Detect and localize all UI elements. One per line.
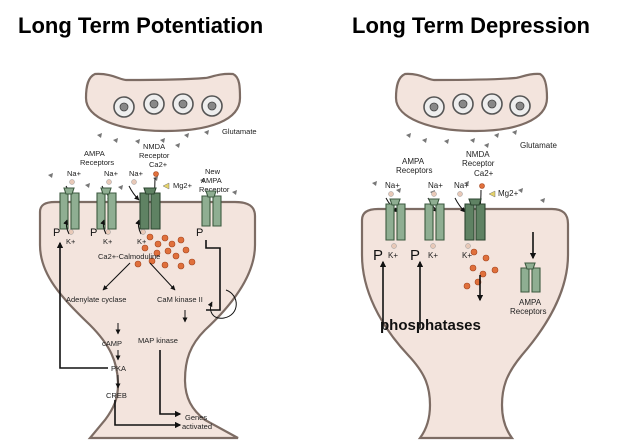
- ltd-mg-label: Mg2+: [498, 189, 519, 198]
- ltp-genes-label-2: activated: [182, 422, 212, 431]
- ltp-camk2-label: CaM kinase II: [157, 295, 203, 304]
- ltp-k-label-1: K+: [66, 237, 76, 246]
- ltd-glutamate-label: Glutamate: [520, 141, 557, 150]
- ltd-nmda-label-1: NMDA: [466, 150, 490, 159]
- ltd-ampa-receptor-2: [424, 198, 445, 241]
- ltd-synaptic-vesicles: [423, 93, 531, 118]
- ltp-nmda-label-1: NMDA: [143, 142, 165, 151]
- ltd-panel: Glutamate AMPA Receptors NMDA Receptor C…: [360, 72, 570, 440]
- ltp-nmda-label-2: Receptor: [139, 151, 170, 160]
- ltd-ampa-receptor-1: [385, 198, 406, 241]
- ltp-genes-label-1: Genes: [185, 413, 207, 422]
- ltp-title: Long Term Potentiation: [18, 13, 263, 38]
- ltd-na-label-2: Na+: [428, 181, 443, 190]
- ltp-p-label-1: P: [53, 227, 60, 239]
- ltd-nmda-receptor: [464, 198, 486, 241]
- ltp-calcium-ions: [134, 233, 196, 270]
- ltd-nmda-label-2: Receptor: [462, 159, 495, 168]
- ltd-calcium-ions: [463, 248, 499, 290]
- ltp-synaptic-vesicles: [113, 93, 223, 118]
- ltd-ca-label: Ca2+: [474, 169, 494, 178]
- ltd-phosphatases-label: phosphatases: [380, 317, 481, 334]
- ltp-new-ampa-label-1: New: [205, 167, 221, 176]
- ltp-new-ampa-label-3: Receptor: [199, 185, 230, 194]
- ltd-p-label-1: P: [373, 247, 383, 264]
- ltp-nmda-receptor: [139, 187, 161, 230]
- ltp-calmodulin-label: Ca2+-Calmoduline: [98, 252, 160, 261]
- ltp-camp-label: cAMP: [102, 339, 122, 348]
- ltp-na-label-2: Na+: [104, 169, 119, 178]
- ltp-glutamate-label: Glutamate: [222, 127, 257, 136]
- ltp-k-label-2: K+: [103, 237, 113, 246]
- ltp-p-label-2: P: [90, 227, 97, 239]
- ltd-k-label-1: K+: [388, 251, 398, 260]
- ltp-pka-label: PKA: [111, 364, 126, 373]
- ltd-k-label-3: K+: [462, 251, 472, 260]
- ltd-na-label-3: Na+: [454, 181, 469, 190]
- ltd-postsynaptic-spine: [360, 207, 570, 440]
- ltp-na-label-3: Na+: [129, 169, 144, 178]
- ltp-creb-label: CREB: [106, 391, 127, 400]
- ltp-map-kinase-label: MAP kinase: [138, 336, 178, 345]
- ltp-glutamate-particles: [48, 130, 237, 195]
- ltd-mg-ion: [488, 190, 496, 198]
- ltd-ampa-internal-label-1: AMPA: [519, 298, 542, 307]
- ltp-panel: Glutamate AMPA Receptors NMDA Receptor C…: [38, 72, 257, 440]
- ltp-adenylate-cyclase-label: Adenylate cyclase: [66, 295, 126, 304]
- ltd-ampa-label-1: AMPA: [402, 157, 425, 166]
- ltp-mg-label: Mg2+: [173, 181, 193, 190]
- ltp-k-label-3: K+: [137, 237, 147, 246]
- ltp-ampa-label-2: Receptors: [80, 158, 114, 167]
- ltp-new-ampa-label-2: AMPA: [201, 176, 222, 185]
- ltp-p-label-3: P: [196, 227, 203, 239]
- ltd-internalized-ampa-receptor: [520, 262, 541, 293]
- ltd-na-label-1: Na+: [385, 181, 400, 190]
- ltd-p-label-2: P: [410, 247, 420, 264]
- ltd-ampa-label-2: Receptors: [396, 166, 432, 175]
- ltd-title: Long Term Depression: [352, 13, 590, 38]
- ltd-ampa-internal-label-2: Receptors: [510, 307, 546, 316]
- ltp-mg-ion: [162, 182, 170, 190]
- ltp-new-ampa-receptor: [201, 190, 222, 227]
- ltp-postsynaptic-spine: [38, 200, 257, 440]
- ltd-k-label-2: K+: [428, 251, 438, 260]
- ltp-na-label-1: Na+: [67, 169, 82, 178]
- ltp-ca-label: Ca2+: [149, 160, 168, 169]
- ltp-ampa-label-1: AMPA: [84, 149, 105, 158]
